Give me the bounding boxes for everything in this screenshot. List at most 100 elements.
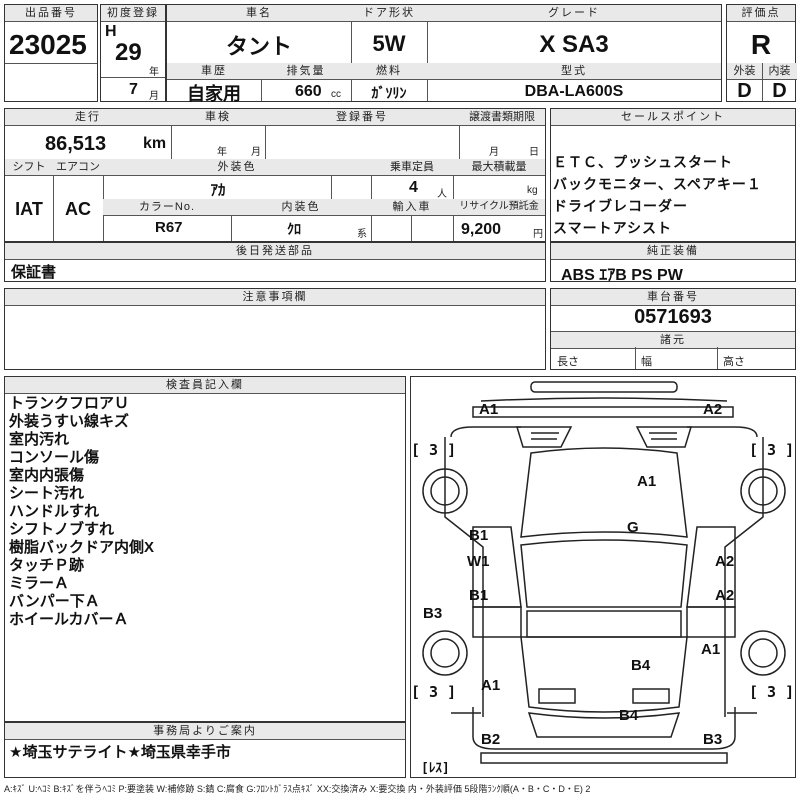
ac-label: エアコン [53, 159, 103, 176]
inspector-item: タッチＰ跡 [9, 557, 85, 574]
displacement-unit: cc [331, 89, 341, 100]
damage-mark: A2 [715, 553, 735, 570]
int-color: ｸﾛ [287, 221, 301, 237]
sales-point-item: ドライブレコーダー [553, 198, 688, 214]
exterior-grade: D [737, 80, 752, 102]
inspector-item: シフトノブすれ [9, 521, 115, 538]
damage-mark: B4 [631, 657, 651, 674]
recycle-label: リサイクル預託金 [453, 199, 545, 216]
specs-box: 走行 86,513 km 車検 年 月 登録番号 譲渡書類期限 月 日 シフト … [4, 108, 546, 242]
transfer-label: 譲渡書類期限 [459, 109, 545, 126]
displacement-label: 排気量 [261, 63, 351, 80]
inspector-item: 室内汚れ [9, 431, 70, 448]
later-parts-label: 後日発送部品 [5, 243, 545, 260]
spare-tire: [ﾚｽ] [421, 761, 450, 776]
damage-mark: A1 [479, 401, 499, 418]
score-box: 評価点 R 外装 内装 D D [726, 4, 797, 102]
later-parts-value: 保証書 [11, 264, 57, 281]
recycle-fee: 9,200 [461, 221, 502, 238]
chassis-label: 車台番号 [551, 289, 795, 306]
height-label: 高さ [723, 356, 745, 368]
spec-label: 諸元 [551, 331, 795, 349]
damage-mark: G [627, 519, 639, 536]
lot-label: 出品番号 [5, 5, 97, 22]
recycle-unit: 円 [533, 229, 543, 240]
damage-mark: B4 [619, 707, 639, 724]
equipment-value: ABS ｴｱB PS PW [561, 267, 683, 284]
damage-mark: A1 [701, 641, 721, 658]
ext-color-label: 外装色 [103, 159, 371, 176]
inspector-item: バンパー下Ａ [9, 593, 100, 610]
capacity-unit: 人 [437, 189, 447, 200]
car-name: タント [225, 34, 292, 59]
int-color-label: 内装色 [231, 199, 371, 216]
sales-point-item: ＥＴＣ、プッシュスタート [553, 154, 733, 170]
int-color-unit: 系 [357, 229, 367, 240]
max-load-unit: kg [527, 185, 538, 196]
inspection-month-unit: 月 [251, 147, 261, 158]
color-no-label: カラーNo. [103, 199, 231, 216]
shift-label: シフト [5, 159, 53, 176]
office-box: 事務局よりご案内 ★埼玉サテライト★埼玉県幸手市 [4, 722, 406, 778]
chassis-box: 車台番号 0571693 諸元 長さ 幅 高さ [550, 288, 796, 370]
sales-points-box: セールスポイント ＥＴＣ、プッシュスタート バックモニター、スペアキー１ ドライ… [550, 108, 796, 242]
history-label: 車歴 [167, 63, 261, 80]
damage-mark: B1 [469, 527, 489, 544]
later-parts-box: 後日発送部品 保証書 [4, 242, 546, 282]
inspector-label: 検査員記入欄 [5, 377, 405, 394]
office-label: 事務局よりご案内 [5, 723, 405, 740]
car-name-label: 車名 [167, 5, 351, 22]
lot-number: 23025 [9, 29, 87, 60]
damage-mark: W1 [467, 553, 490, 570]
registration-label: 登録番号 [265, 109, 459, 126]
door-type: 5W [372, 31, 406, 56]
model-label: 型式 [427, 63, 721, 80]
grade: X SA3 [539, 31, 609, 58]
sales-points-label: セールスポイント [551, 109, 795, 126]
transfer-month: 月 [489, 147, 499, 158]
tire-front-left: [ 3 ] [411, 441, 457, 459]
inspector-item: 樹脂バックドア内側X [9, 539, 155, 556]
mileage-unit: km [143, 135, 167, 152]
length-label: 長さ [557, 356, 579, 368]
month: 7 [129, 81, 138, 98]
score: R [750, 29, 772, 60]
equipment-label: 純正装備 [551, 243, 795, 260]
inspector-item: 室内内張傷 [9, 467, 85, 484]
office-value: ★埼玉サテライト★埼玉県幸手市 [9, 744, 231, 761]
damage-mark: A1 [637, 473, 657, 490]
capacity-label: 乗車定員 [371, 159, 453, 176]
max-load-label: 最大積載量 [453, 159, 545, 176]
year: 29 [115, 39, 142, 66]
transfer-day: 日 [529, 147, 539, 158]
damage-mark: B2 [481, 731, 501, 748]
shift: IAT [15, 199, 43, 219]
fuel-label: 燃料 [351, 63, 427, 80]
damage-mark: A2 [703, 401, 723, 418]
damage-mark: A1 [481, 677, 501, 694]
month-unit: 月 [149, 91, 159, 102]
damage-mark: B3 [423, 605, 443, 622]
model: DBA-LA600S [524, 83, 624, 100]
first-reg-label: 初度登録 [101, 5, 165, 22]
color-no: R67 [155, 219, 183, 236]
fuel: ｶﾞｿﾘﾝ [371, 85, 407, 101]
damage-mark: A2 [715, 587, 735, 604]
equipment-box: 純正装備 ABS ｴｱB PS PW [550, 242, 796, 284]
sales-point-item: バックモニター、スペアキー１ [553, 176, 762, 192]
ext-color: ｱｶ [210, 182, 226, 199]
width-label: 幅 [641, 356, 652, 368]
mileage: 86,513 [45, 133, 107, 155]
history: 自家用 [187, 84, 241, 104]
displacement: 660 [295, 83, 322, 100]
inspection-year-unit: 年 [217, 147, 227, 158]
car-outline [422, 381, 786, 764]
inspector-item: ミラーＡ [9, 575, 70, 592]
first-registration-box: 初度登録 H 29 年 7 月 [100, 4, 166, 102]
mileage-label: 走行 [5, 109, 171, 126]
grade-label: グレード [427, 5, 721, 22]
chassis-number: 0571693 [634, 306, 712, 328]
damage-mark: B3 [703, 731, 723, 748]
tire-front-right: [ 3 ] [749, 441, 795, 459]
inspector-item: トランクフロアＵ [9, 395, 130, 412]
